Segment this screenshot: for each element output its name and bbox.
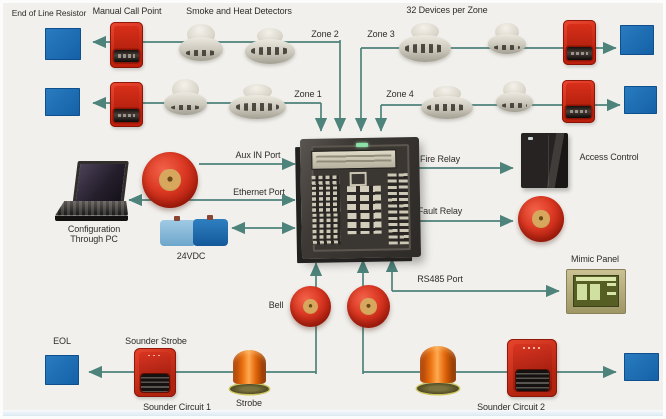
label-manual-call-point: Manual Call Point	[92, 6, 162, 16]
eol-resistor-zone4	[624, 86, 657, 114]
eol-resistor-zone1	[45, 88, 80, 116]
eol-resistor-circuit1	[45, 355, 79, 385]
aux-sounder-bell	[142, 152, 198, 208]
label-sounder-circuit-2: Sounder Circuit 2	[477, 402, 545, 412]
sounder-strobe-circuit1	[134, 348, 176, 397]
label-zone-1: Zone 1	[294, 89, 322, 99]
panel-indicator-column	[387, 173, 409, 245]
bell-circuit1	[290, 286, 331, 327]
eol-resistor-zone2	[45, 28, 81, 60]
manual-call-point-1	[110, 22, 143, 68]
label-fault-relay: Fault Relay	[417, 206, 463, 216]
bottom-edge	[3, 410, 663, 416]
smoke-detector-zone1	[164, 79, 207, 116]
panel-keypad-center	[347, 185, 382, 235]
smoke-detector-zone4	[496, 81, 533, 113]
manual-call-point-4	[562, 80, 595, 123]
heat-detector-zone2	[245, 28, 295, 64]
label-aux-in-port: Aux IN Port	[235, 150, 281, 160]
label-configuration-pc: Configuration Through PC	[67, 224, 121, 244]
heat-detector-zone1	[229, 84, 286, 119]
label-24vdc: 24VDC	[176, 251, 206, 261]
label-zone-4: Zone 4	[386, 89, 414, 99]
strobe-circuit2	[417, 345, 459, 394]
mimic-panel-unit	[566, 269, 626, 314]
label-devices-per-zone: 32 Devices per Zone	[406, 5, 488, 15]
label-bell: Bell	[268, 300, 284, 310]
manual-call-point-2	[110, 82, 143, 127]
fire-alarm-control-panel	[299, 136, 422, 260]
label-strobe: Strobe	[236, 398, 262, 408]
fault-relay-bell	[518, 196, 564, 242]
label-zone-3: Zone 3	[367, 29, 395, 39]
sounder-strobe-circuit2	[507, 339, 557, 397]
access-control-unit	[521, 133, 568, 188]
heat-detector-zone4	[421, 86, 473, 119]
label-rs485-port: RS485 Port	[417, 274, 463, 284]
label-fire-relay: Fire Relay	[419, 154, 460, 164]
label-sounder-strobe: Sounder Strobe	[125, 336, 187, 346]
smoke-detector-zone2	[179, 24, 223, 62]
label-ethernet-port: Ethernet Port	[233, 187, 285, 197]
panel-logo-badge	[349, 171, 367, 187]
eol-resistor-circuit2	[624, 353, 659, 381]
battery-2	[193, 215, 228, 246]
bell-circuit2	[347, 285, 390, 328]
eol-resistor-zone3	[620, 25, 654, 55]
manual-call-point-3	[563, 20, 596, 65]
label-eol: EOL	[53, 336, 71, 346]
panel-status-led	[355, 142, 368, 148]
label-mimic-panel: Mimic Panel	[571, 254, 619, 264]
panel-keypad-left	[311, 175, 342, 245]
heat-detector-zone3	[399, 23, 451, 62]
label-end-of-line-resistor: End of Line Resistor	[11, 8, 87, 18]
label-smoke-heat-detectors: Smoke and Heat Detectors	[186, 6, 292, 16]
label-sounder-circuit-1: Sounder Circuit 1	[143, 402, 211, 412]
smoke-detector-zone3	[488, 23, 526, 55]
battery-1	[160, 216, 196, 246]
strobe-circuit1	[230, 349, 269, 394]
configuration-laptop	[55, 161, 133, 221]
label-access-control: Access Control	[579, 152, 639, 162]
panel-lcd-display	[310, 149, 397, 170]
label-zone-2: Zone 2	[311, 29, 339, 39]
